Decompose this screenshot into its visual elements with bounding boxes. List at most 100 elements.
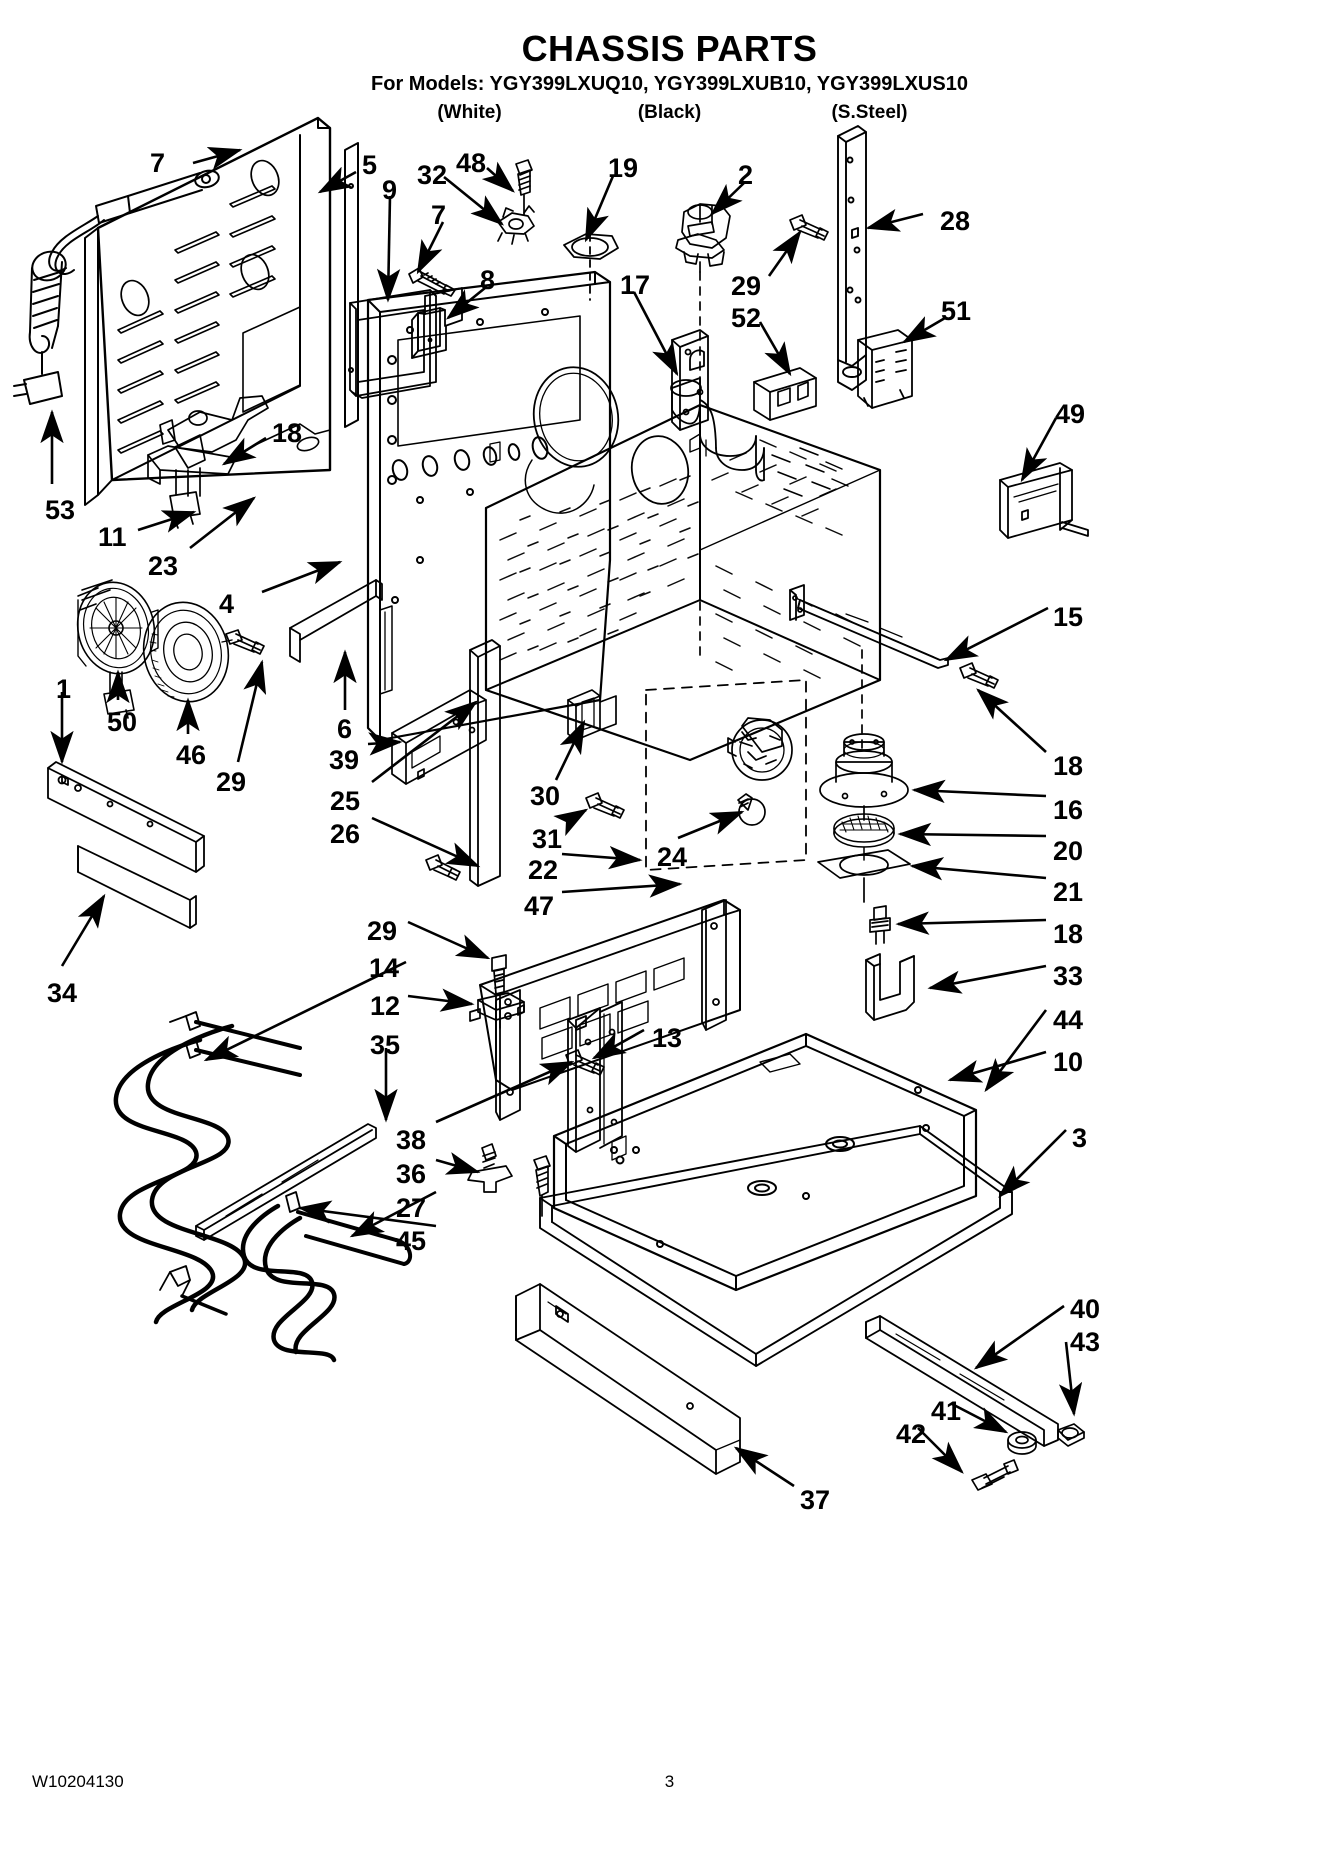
side-panel-part-6 <box>289 579 383 663</box>
callout-11: 11 <box>98 522 127 552</box>
callout-19: 19 <box>608 153 639 183</box>
callout-2: 2 <box>738 160 754 190</box>
callout-7b: 7 <box>431 200 447 230</box>
callout-6: 6 <box>337 714 353 744</box>
footer-page-number: 3 <box>664 1772 675 1791</box>
bake-element-terminals <box>169 1011 201 1059</box>
bottom-flange-part-3 <box>539 1125 1013 1367</box>
side-rail-part-28 <box>837 125 867 391</box>
color-label-black: (Black) <box>637 102 702 123</box>
support-rod-part-35 <box>195 1123 377 1241</box>
callout-24: 24 <box>657 842 688 872</box>
screw-part-29d <box>491 954 507 1029</box>
callout-18c: 18 <box>1053 919 1084 949</box>
power-cord-part <box>13 169 220 405</box>
switch-block-part-52 <box>753 367 817 421</box>
callout-14: 14 <box>369 953 400 983</box>
screw-part-29c <box>425 854 461 881</box>
color-variant-labels: (White) (Black) (S.Steel) <box>0 102 1339 124</box>
callout-22: 22 <box>528 855 559 885</box>
callout-13: 13 <box>652 1023 683 1053</box>
color-label-steel: (S.Steel) <box>831 102 908 123</box>
callout-34: 34 <box>47 978 78 1008</box>
callout-10: 10 <box>1053 1047 1084 1077</box>
callout-12: 12 <box>370 991 401 1021</box>
footer-document-code: W10204130 <box>32 1772 124 1791</box>
callout-43: 43 <box>1070 1327 1101 1357</box>
callout-42: 42 <box>896 1419 927 1449</box>
callout-18: 18 <box>272 418 303 448</box>
bracket-part-33 <box>865 953 915 1021</box>
callout-30: 30 <box>530 781 561 811</box>
page-title: CHASSIS PARTS <box>521 28 818 69</box>
callout-7: 7 <box>150 148 166 178</box>
callout-39: 39 <box>329 745 360 775</box>
callout-1: 1 <box>56 674 72 704</box>
callout-4: 4 <box>219 589 235 619</box>
callout-28: 28 <box>940 206 971 236</box>
callout-51: 51 <box>941 296 972 326</box>
callout-38: 38 <box>396 1125 427 1155</box>
callout-48: 48 <box>456 148 487 178</box>
callout-44: 44 <box>1053 1005 1084 1035</box>
screw-part-18c <box>869 905 891 945</box>
screw-part-29b <box>225 629 265 655</box>
callout-17: 17 <box>620 270 651 300</box>
callout-32: 32 <box>417 160 448 190</box>
callout-52: 52 <box>731 303 762 333</box>
door-frame-part-9 <box>349 289 437 399</box>
callout-50: 50 <box>107 707 138 737</box>
broil-element-terminals <box>159 1191 301 1316</box>
color-label-white: (White) <box>437 102 502 123</box>
callout-47: 47 <box>524 891 555 921</box>
blower-ports <box>524 366 690 514</box>
callout-15: 15 <box>1053 602 1084 632</box>
long-rail-part-15 <box>789 584 949 669</box>
callout-46: 46 <box>176 740 207 770</box>
blower-motor-assembly <box>727 717 793 781</box>
callout-31: 31 <box>532 824 563 854</box>
burner-cap-part-20 <box>833 813 895 861</box>
models-line: For Models: YGY399LXUQ10, YGY399LXUB10, … <box>371 73 968 95</box>
bottom-trim-part-34 <box>77 845 197 929</box>
callout-29c: 29 <box>367 916 398 946</box>
callout-27: 27 <box>396 1193 427 1223</box>
screw-part-31 <box>585 792 625 819</box>
clip-part-12 <box>469 992 525 1022</box>
dashed-reference-box <box>645 679 807 871</box>
oven-bottom-pan-part-10 <box>552 1032 978 1292</box>
nut-part-43 <box>1057 1423 1085 1447</box>
callout-18b: 18 <box>1053 751 1084 781</box>
callout-53: 53 <box>45 495 76 525</box>
vertical-rail-part-47 <box>469 639 501 887</box>
rear-trim-part-1 <box>47 761 205 873</box>
callout-23: 23 <box>148 551 179 581</box>
insulation-hatching <box>499 439 861 679</box>
rear-chassis-panel <box>366 270 612 742</box>
cavity-top-detail <box>771 447 849 497</box>
back-panel-part <box>84 116 332 506</box>
callout-21: 21 <box>1053 877 1084 907</box>
screw-part-42 <box>971 1459 1019 1491</box>
callout-29: 29 <box>731 271 762 301</box>
callout-40: 40 <box>1070 1294 1101 1324</box>
callout-9: 9 <box>382 175 398 205</box>
callout-20: 20 <box>1053 836 1084 866</box>
callout-49: 49 <box>1055 399 1086 429</box>
callout-45: 45 <box>396 1226 427 1256</box>
callout-41: 41 <box>931 1396 962 1426</box>
callout-29b: 29 <box>216 767 247 797</box>
callout-8: 8 <box>480 265 496 295</box>
callout-35: 35 <box>370 1030 401 1060</box>
screw-part-18b <box>959 662 999 689</box>
leveling-leg-part-36 <box>467 1143 513 1193</box>
callout-37: 37 <box>800 1485 831 1515</box>
callout-25: 25 <box>330 786 361 816</box>
callout-5: 5 <box>362 150 378 180</box>
screw-part-45 <box>533 1155 551 1217</box>
callout-3: 3 <box>1072 1123 1088 1153</box>
surface-burner-assembly <box>819 649 909 821</box>
